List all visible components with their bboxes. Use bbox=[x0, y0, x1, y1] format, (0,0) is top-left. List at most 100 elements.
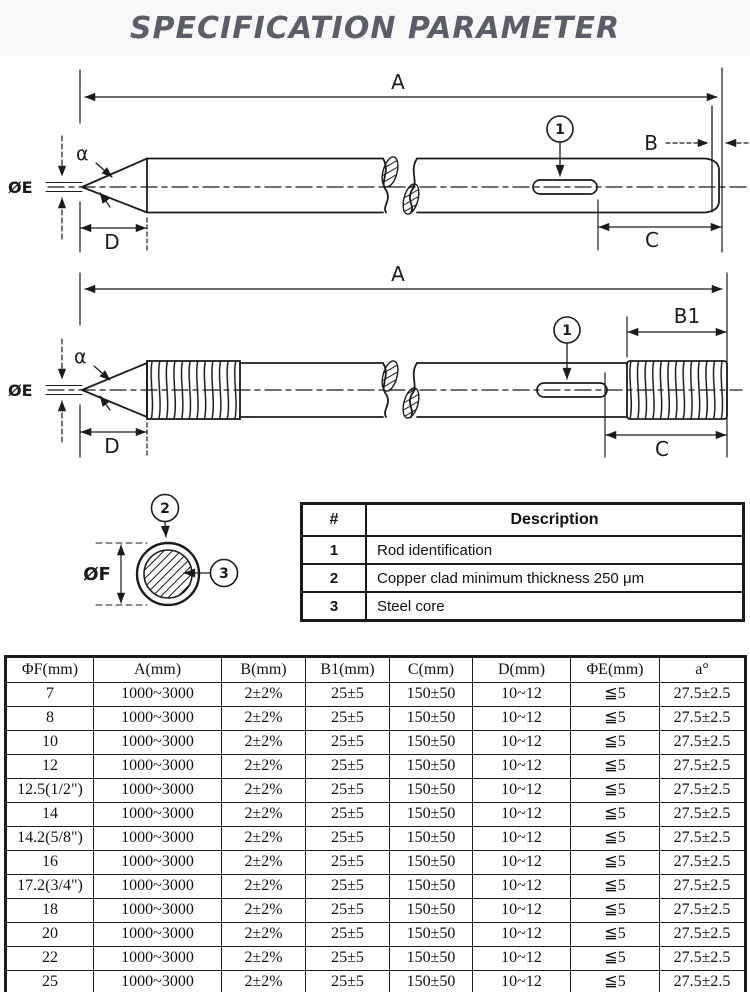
spec-table-cell: 25±5 bbox=[305, 754, 390, 779]
spec-table-cell: ≦5 bbox=[570, 754, 660, 779]
rod-outline bbox=[81, 105, 720, 214]
spec-table-cell: 10~12 bbox=[472, 874, 571, 899]
spec-table-cell: 10 bbox=[5, 730, 94, 755]
spec-table-cell: 27.5±2.5 bbox=[659, 826, 746, 851]
spec-table-cell: 150±50 bbox=[389, 826, 473, 851]
rod-identification-slot bbox=[536, 382, 608, 398]
spec-table-cell: 1000~3000 bbox=[93, 802, 222, 827]
callout-2: 2 bbox=[150, 493, 180, 538]
spec-table-cell: 1000~3000 bbox=[93, 850, 222, 875]
spec-table-cell: 150±50 bbox=[389, 898, 473, 923]
rod-drawing-smooth: A 1 B bbox=[8, 67, 749, 254]
dim-a-lines bbox=[79, 67, 723, 253]
spec-table-cell: 27.5±2.5 bbox=[659, 898, 746, 923]
spec-table-cell: ≦5 bbox=[570, 778, 660, 803]
spec-table-cell: 25±5 bbox=[305, 922, 390, 947]
spec-table-cell: 10~12 bbox=[472, 682, 571, 707]
callout-3: 3 bbox=[183, 558, 239, 588]
spec-table-cell: 150±50 bbox=[389, 874, 473, 899]
spec-table-cell: 10~12 bbox=[472, 730, 571, 755]
angle-alpha: α bbox=[74, 346, 111, 411]
spec-table-cell: 17.2(3/4") bbox=[5, 874, 94, 899]
spec-table-cell: ≦5 bbox=[570, 922, 660, 947]
spec-table: ΦF(mm) A(mm) B(mm) B1(mm) C(mm) D(mm) ΦE… bbox=[4, 655, 747, 992]
rod-identification-slot bbox=[532, 179, 598, 195]
dim-c-label: C bbox=[645, 228, 659, 252]
dim-a-label: A bbox=[391, 70, 405, 94]
callout-2-label: 2 bbox=[160, 501, 170, 517]
description-table-cell: Copper clad minimum thickness 250 μm bbox=[365, 563, 745, 593]
spec-table-cell: 10~12 bbox=[472, 898, 571, 923]
spec-table-cell: 2±2% bbox=[221, 826, 306, 851]
spec-table-cell: ≦5 bbox=[570, 706, 660, 731]
spec-table-cell: ≦5 bbox=[570, 802, 660, 827]
spec-table-header: B1(mm) bbox=[305, 656, 390, 683]
spec-table-cell: 2±2% bbox=[221, 682, 306, 707]
spec-table-cell: 10~12 bbox=[472, 802, 571, 827]
spec-table-cell: 18 bbox=[5, 898, 94, 923]
spec-table-cell: 27.5±2.5 bbox=[659, 922, 746, 947]
spec-table-cell: 150±50 bbox=[389, 778, 473, 803]
dim-c-lines bbox=[604, 372, 727, 458]
spec-table-cell: 2±2% bbox=[221, 754, 306, 779]
spec-table-cell: 27.5±2.5 bbox=[659, 706, 746, 731]
spec-table-cell: 25±5 bbox=[305, 730, 390, 755]
spec-table-cell: 150±50 bbox=[389, 970, 473, 992]
spec-table-header: C(mm) bbox=[389, 656, 473, 683]
spec-table-cell: 27.5±2.5 bbox=[659, 730, 746, 755]
spec-table-cell: 27.5±2.5 bbox=[659, 682, 746, 707]
spec-table-cell: 2±2% bbox=[221, 850, 306, 875]
spec-table-cell: 1000~3000 bbox=[93, 826, 222, 851]
dim-b-label: B bbox=[644, 131, 658, 155]
spec-table-cell: 2±2% bbox=[221, 874, 306, 899]
spec-table-cell: ≦5 bbox=[570, 682, 660, 707]
dim-c-label: C bbox=[655, 437, 669, 461]
spec-table-cell: 20 bbox=[5, 922, 94, 947]
spec-table-cell: 16 bbox=[5, 850, 94, 875]
spec-table-cell: 10~12 bbox=[472, 754, 571, 779]
spec-table-cell: 10~12 bbox=[472, 778, 571, 803]
spec-table-cell: 1000~3000 bbox=[93, 730, 222, 755]
dia-e-label: ØE bbox=[8, 381, 33, 400]
spec-table-cell: 27.5±2.5 bbox=[659, 778, 746, 803]
description-table-cell: 3 bbox=[300, 591, 367, 622]
spec-table-cell: 10~12 bbox=[472, 922, 571, 947]
spec-table-cell: 150±50 bbox=[389, 802, 473, 827]
spec-table-cell: 14.2(5/8") bbox=[5, 826, 94, 851]
spec-table-cell: 150±50 bbox=[389, 850, 473, 875]
spec-table-cell: 2±2% bbox=[221, 778, 306, 803]
thread-sections bbox=[146, 360, 728, 420]
spec-table-cell: 10~12 bbox=[472, 706, 571, 731]
spec-table-cell: 1000~3000 bbox=[93, 682, 222, 707]
spec-table-header: D(mm) bbox=[472, 656, 571, 683]
spec-table-cell: 25±5 bbox=[305, 946, 390, 971]
spec-table-cell: 1000~3000 bbox=[93, 946, 222, 971]
spec-table-cell: 150±50 bbox=[389, 706, 473, 731]
spec-table-cell: 1000~3000 bbox=[93, 898, 222, 923]
callout-3-label: 3 bbox=[219, 566, 229, 582]
callout-1-label: 1 bbox=[562, 323, 572, 339]
page-title: SPECIFICATION PARAMETER bbox=[129, 10, 621, 46]
spec-table-cell: 2±2% bbox=[221, 802, 306, 827]
spec-table-cell: 1000~3000 bbox=[93, 874, 222, 899]
spec-table-cell: 25±5 bbox=[305, 850, 390, 875]
dim-d-lines bbox=[79, 404, 148, 458]
spec-table-cell: 150±50 bbox=[389, 730, 473, 755]
spec-table-cell: 2±2% bbox=[221, 970, 306, 992]
dim-b1-lines bbox=[626, 316, 727, 358]
dim-d-label: D bbox=[104, 230, 119, 254]
spec-table-cell: ≦5 bbox=[570, 874, 660, 899]
